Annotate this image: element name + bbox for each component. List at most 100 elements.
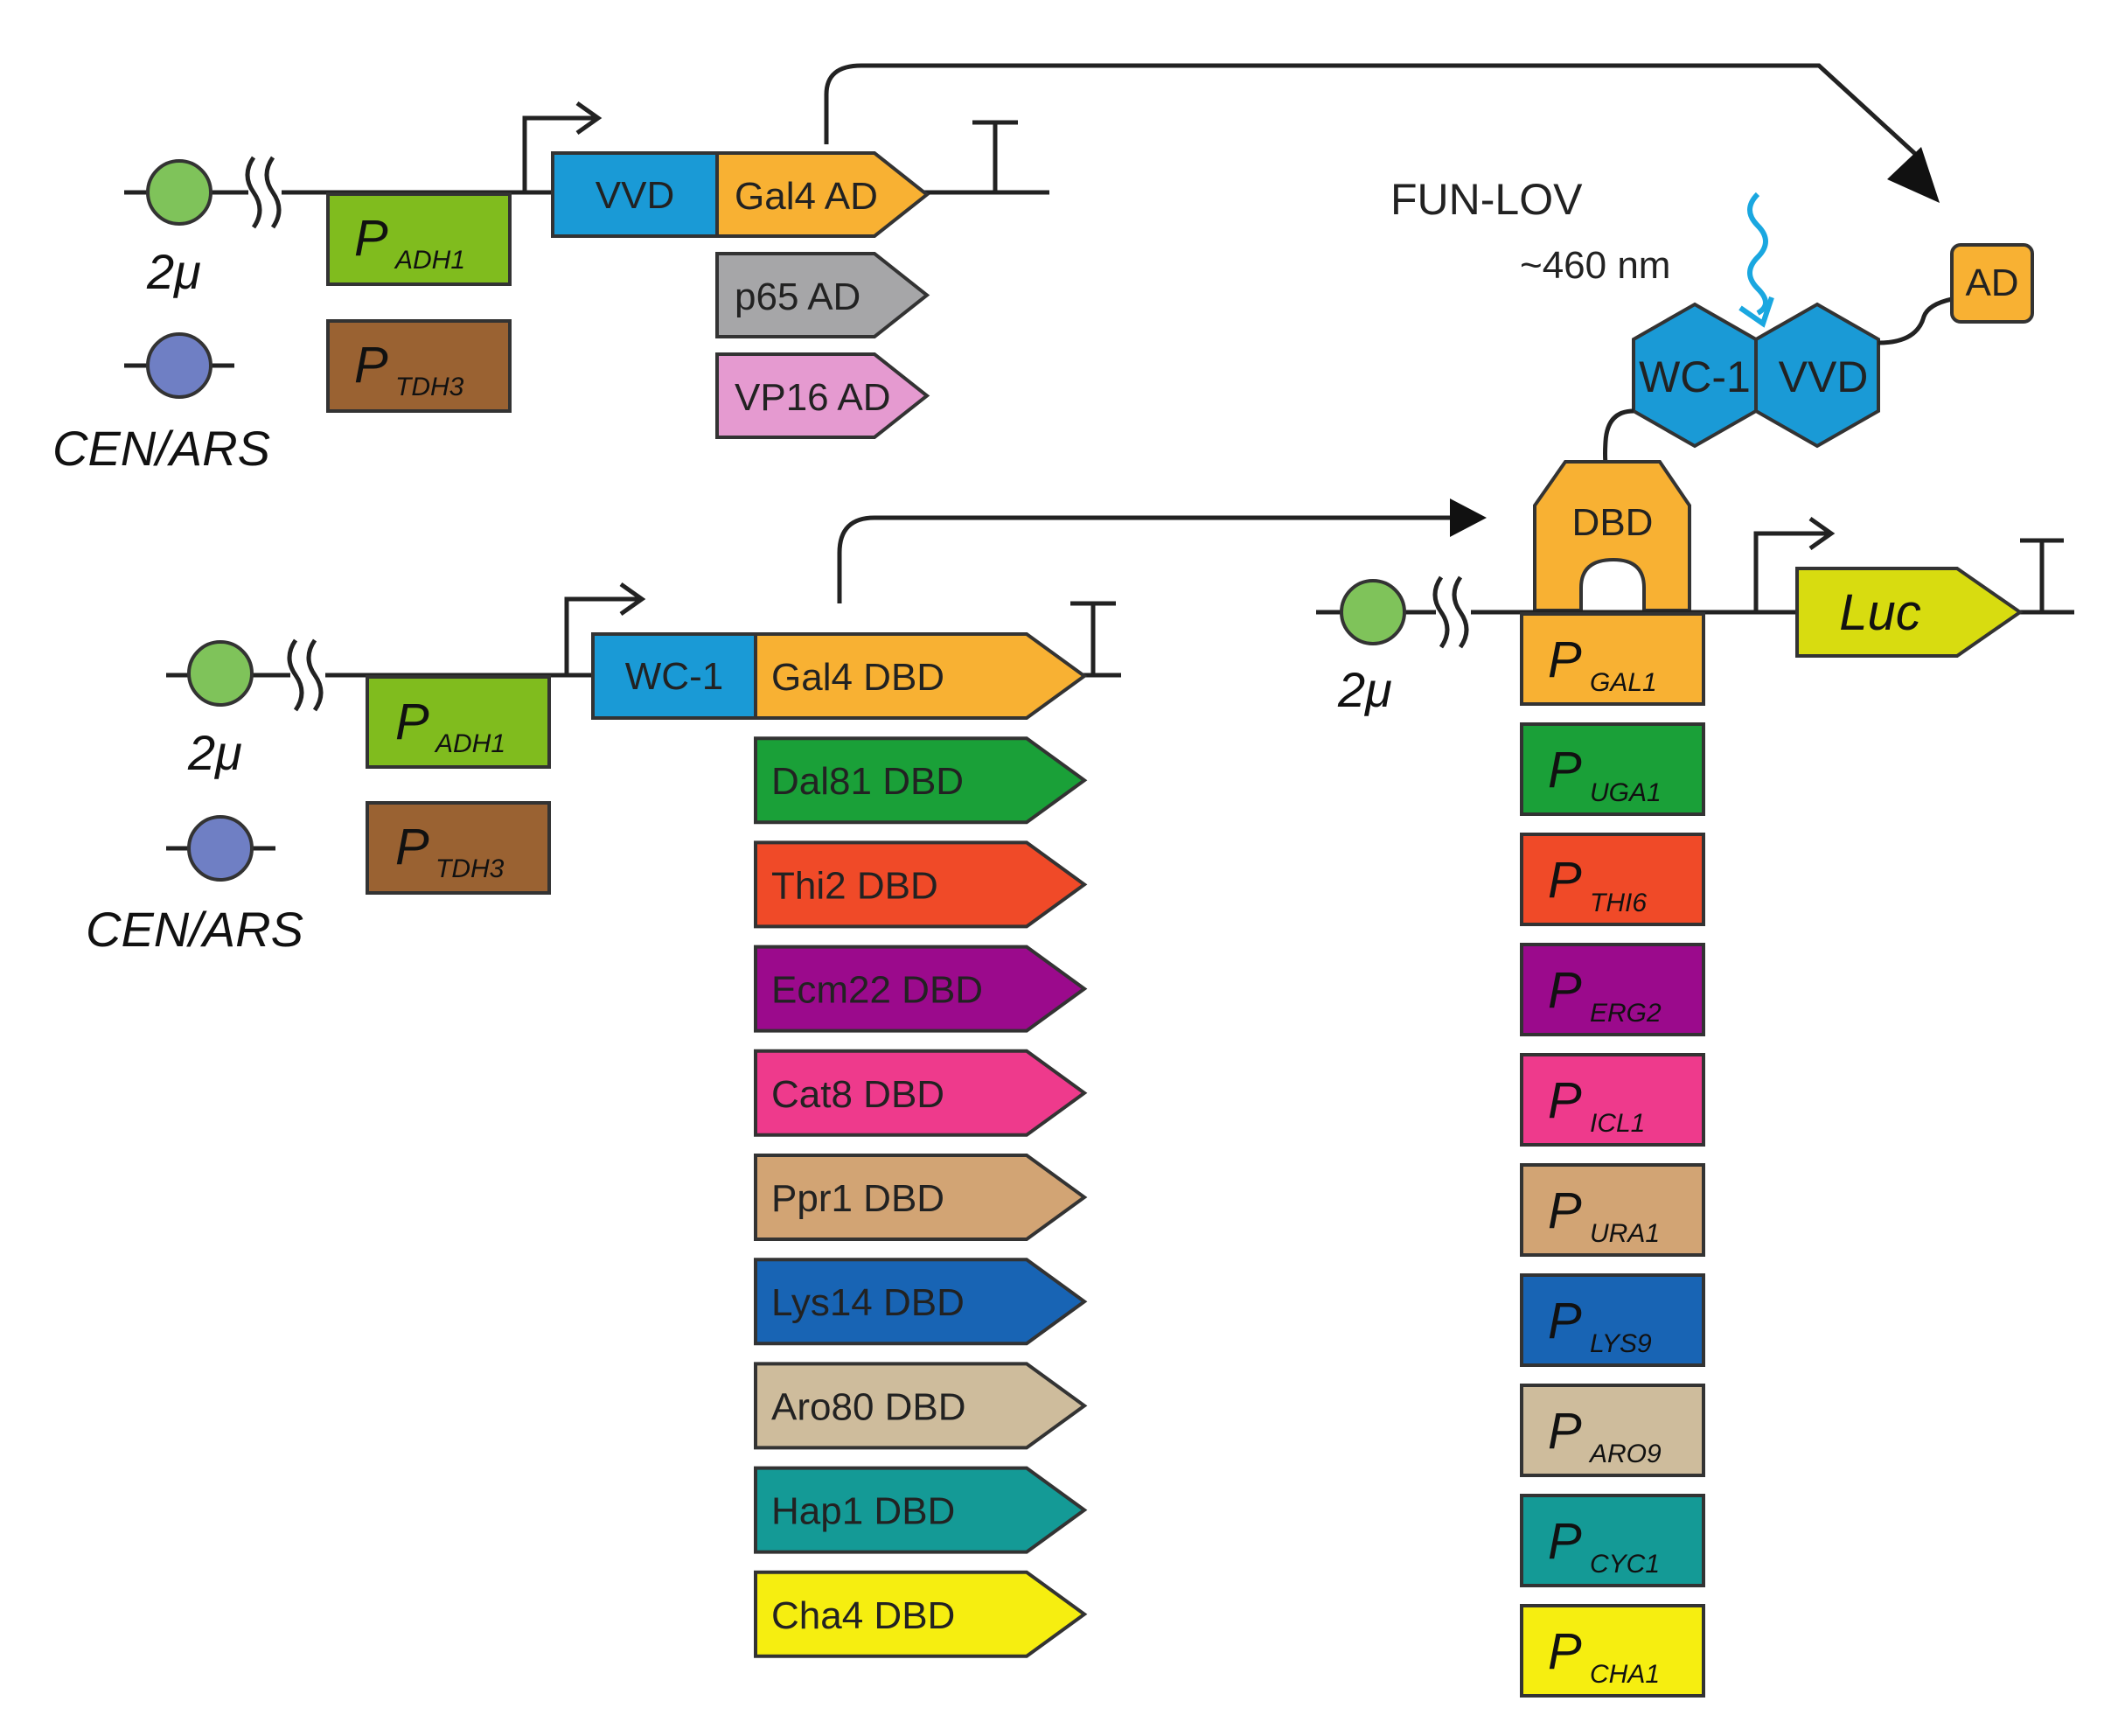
construct-2: 2μ CEN/ARS P ADH1 P TDH3 WC-1 Gal4 DBDDa…	[86, 582, 1121, 1658]
reporter-tss-arrowhead	[1808, 516, 1836, 551]
tss-arrowhead-2	[619, 582, 646, 617]
origin-2mu-label: 2μ	[146, 244, 201, 299]
arrow-ad-to-complex	[824, 63, 1926, 164]
ad-variant-p65-ad	[715, 252, 930, 338]
dbd-variant-label-ecm22-dbd: Ecm22 DBD	[771, 969, 983, 1012]
ad-variant-vp16-ad	[715, 352, 930, 439]
reporter-promoter-name: URA1	[1590, 1219, 1660, 1248]
reporter-promoter-prefix: P	[1548, 1182, 1582, 1239]
reporter-promoter-cyc1	[1520, 1494, 1705, 1587]
ad-variant-list: Gal4 AD p65 AD VP16 AD	[715, 151, 930, 439]
dbd-variant-aro80-dbd	[754, 1362, 1088, 1450]
reporter-promoter-name: UGA1	[1590, 778, 1662, 807]
dbd-variant-dal81-dbd	[754, 736, 1088, 825]
arrow-ad-to-complex-head	[1887, 147, 1940, 203]
dbd-variant-ecm22-dbd	[754, 945, 1088, 1033]
ad-variant-gal4-ad	[715, 151, 930, 238]
vvd-hexagon	[1754, 302, 1880, 449]
reporter-promoter-name: CHA1	[1590, 1660, 1660, 1689]
reporter-origin-label: 2μ	[1337, 662, 1392, 717]
dbd-variant-label-thi2-dbd: Thi2 DBD	[771, 864, 938, 907]
dbd-variant-gal4-dbd	[754, 632, 1088, 720]
dbd-variant-label-ppr1-dbd: Ppr1 DBD	[771, 1177, 944, 1220]
promoter-adh1-box	[326, 192, 512, 286]
blue-light-icon	[1747, 192, 1768, 316]
luc-gene-box	[1795, 567, 2024, 658]
reporter-promoter-gal1	[1520, 612, 1705, 706]
promoter-tdh3-sub: TDH3	[395, 373, 464, 401]
vvd-label: VVD	[596, 174, 674, 217]
reporter-promoter-prefix: P	[1548, 962, 1582, 1019]
arrow-dbd-to-complex-head	[1450, 498, 1487, 537]
reporter-promoter-prefix: P	[1548, 631, 1582, 688]
origin-2mu-circle-2	[187, 640, 254, 707]
reporter-promoter-erg2	[1520, 943, 1705, 1036]
origin-cen-label: CEN/ARS	[52, 421, 270, 476]
dbd-domain-label: DBD	[1572, 501, 1654, 544]
wavelength-label: ~460 nm	[1520, 244, 1670, 287]
blue-light-arrowhead	[1738, 296, 1774, 328]
origin-cen-circle	[146, 332, 212, 399]
luc-gene-label: Luc	[1839, 584, 1921, 641]
dbd-variant-lys14-dbd	[754, 1258, 1088, 1346]
promoter-adh1-prefix-2: P	[395, 694, 429, 750]
break-mark	[245, 156, 282, 229]
vvd-hexagon-label: VVD	[1779, 352, 1869, 401]
ad-variant-label-vp16-ad: VP16 AD	[735, 376, 891, 419]
reporter-promoter-name: THI6	[1590, 889, 1647, 917]
promoter-adh1-sub-2: ADH1	[434, 729, 505, 758]
reporter-promoter-name: GAL1	[1590, 668, 1657, 697]
ad-variant-label-p65-ad: p65 AD	[735, 275, 860, 318]
arrow-dbd-to-complex	[837, 515, 1452, 603]
reporter-promoter-prefix: P	[1548, 852, 1582, 909]
reporter-promoter-aro9	[1520, 1384, 1705, 1477]
reporter-promoter-prefix: P	[1548, 1072, 1582, 1129]
reporter-promoter-lys9	[1520, 1273, 1705, 1367]
reporter-origin-circle	[1340, 579, 1406, 645]
promoter-adh1-box-2	[366, 675, 551, 769]
fun-lov-title: FUN-LOV	[1390, 175, 1583, 224]
promoter-tdh3-sub-2: TDH3	[435, 854, 505, 883]
promoter-adh1-sub: ADH1	[394, 246, 465, 275]
promoter-tdh3-prefix-2: P	[395, 819, 429, 875]
terminator-1	[972, 120, 1018, 192]
reporter-promoter-thi6	[1520, 833, 1705, 926]
wc1-box	[591, 632, 757, 720]
ad-box-label: AD	[1965, 261, 2018, 304]
wc1-hexagon-label: WC-1	[1639, 352, 1751, 401]
origin-cen-circle-2	[187, 815, 254, 882]
dbd-variant-cat8-dbd	[754, 1049, 1088, 1137]
wc1-label: WC-1	[625, 655, 723, 698]
reporter-promoter-uga1	[1520, 722, 1705, 816]
break-mark-2	[287, 638, 324, 712]
construct-1: 2μ CEN/ARS P ADH1 P TDH3 VVD Gal4 ADp65 …	[52, 101, 1049, 476]
tss-arrow-2	[564, 596, 638, 675]
dbd-variant-ppr1-dbd	[754, 1154, 1088, 1241]
dbd-variant-hap1-dbd	[754, 1466, 1088, 1554]
reporter-promoter-name: LYS9	[1590, 1329, 1652, 1358]
tss-arrow	[522, 115, 595, 192]
tss-arrowhead	[575, 101, 603, 136]
ad-variant-label-gal4-ad: Gal4 AD	[735, 175, 878, 218]
origin-2mu-circle	[146, 159, 212, 226]
reporter-tss-arrow	[1753, 531, 1828, 612]
dbd-variant-label-gal4-dbd: Gal4 DBD	[771, 656, 944, 699]
reporter-promoter-name: ICL1	[1590, 1109, 1645, 1138]
dbd-variant-label-hap1-dbd: Hap1 DBD	[771, 1490, 955, 1533]
reporter-promoter-prefix: P	[1548, 1513, 1582, 1570]
reporter-promoter-prefix: P	[1548, 1293, 1582, 1349]
promoter-tdh3-box-2	[366, 801, 551, 895]
reporter-promoter-prefix: P	[1548, 742, 1582, 798]
dbd-variant-thi2-dbd	[754, 840, 1088, 929]
reporter-promoter-name: CYC1	[1590, 1550, 1660, 1579]
reporter-promoter-ura1	[1520, 1163, 1705, 1257]
reporter-promoter-prefix: P	[1548, 1403, 1582, 1460]
reporter-break-mark	[1432, 575, 1469, 649]
dbd-variant-label-cha4-dbd: Cha4 DBD	[771, 1594, 955, 1637]
reporter-promoter-name: ERG2	[1590, 999, 1662, 1028]
terminator-2	[1070, 601, 1116, 675]
